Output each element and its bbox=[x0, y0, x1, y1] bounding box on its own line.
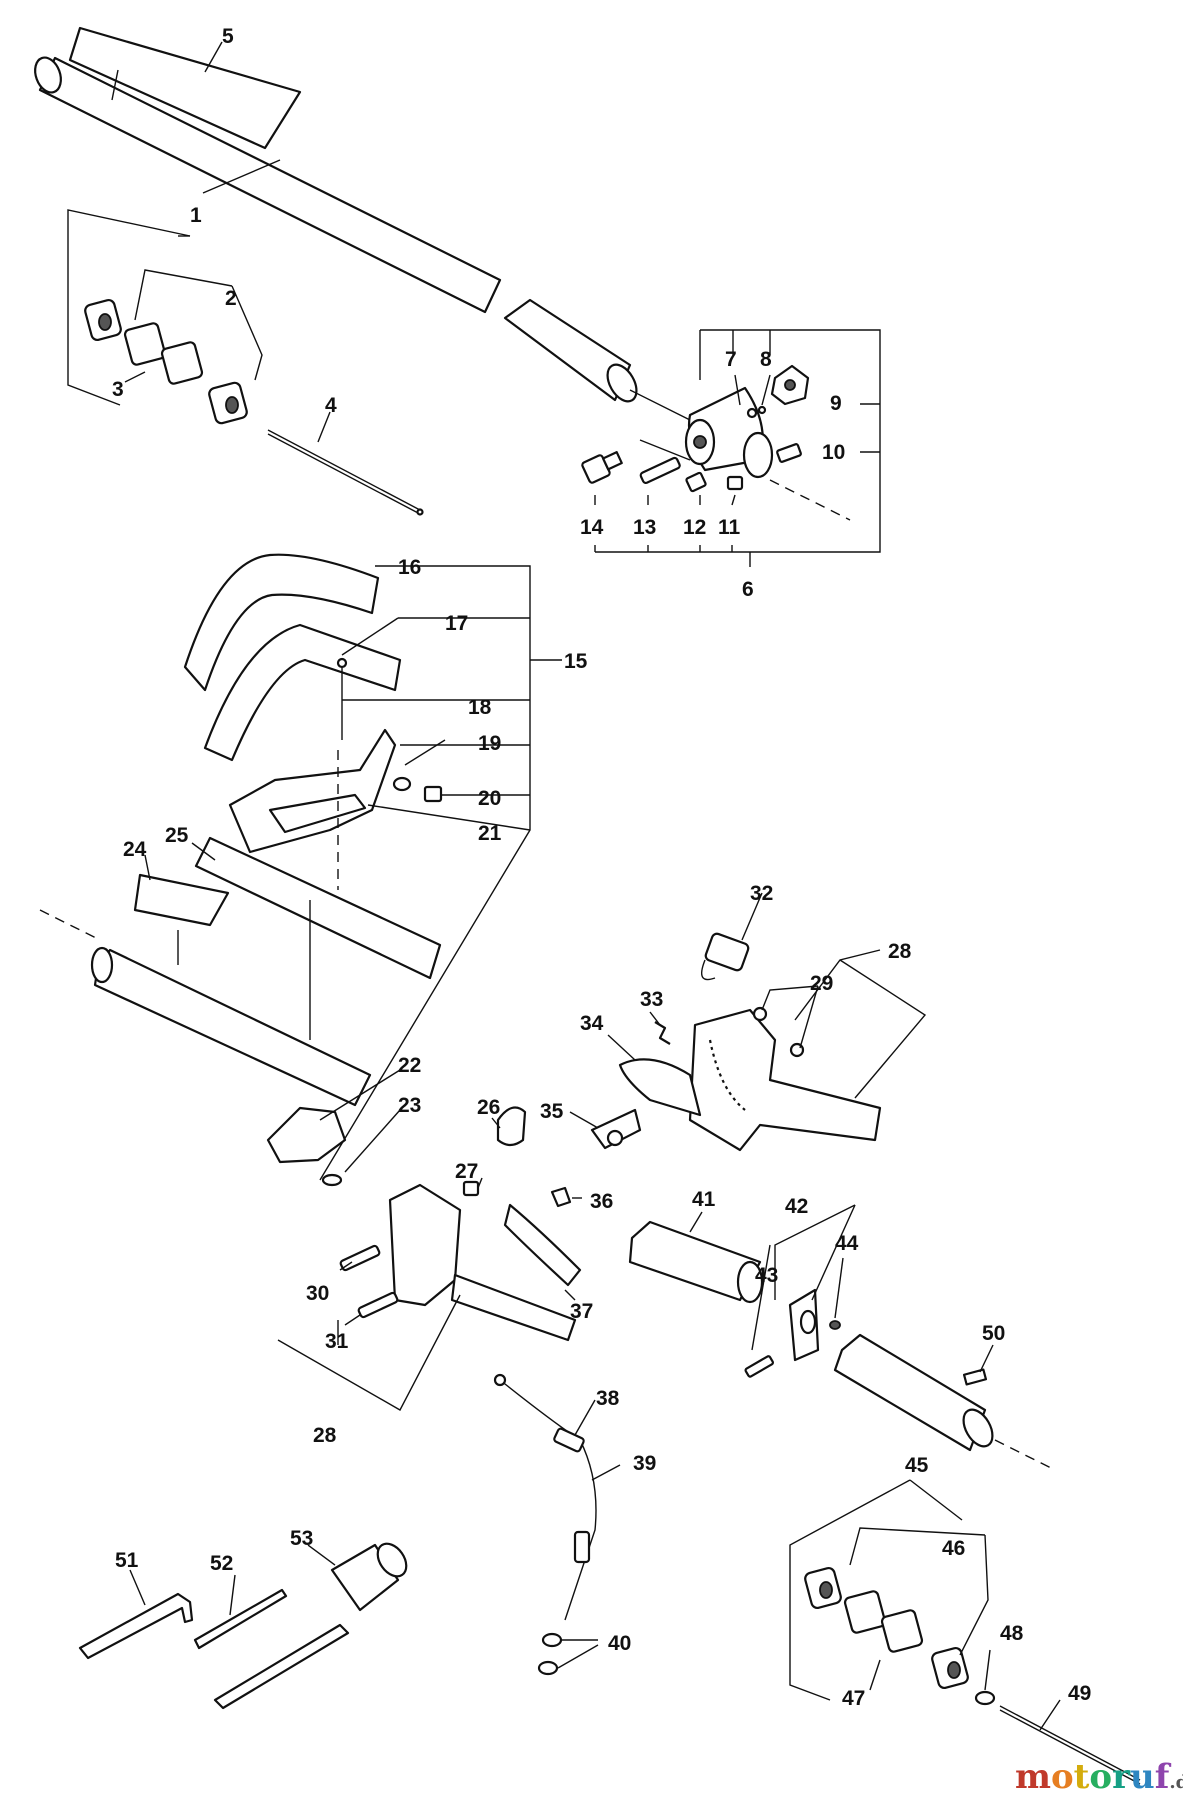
tool-kit bbox=[78, 1542, 408, 1710]
callout-labels: 5 1 2 3 4 7 8 9 10 14 13 12 11 6 16 17 1… bbox=[112, 25, 1091, 1710]
part-label-32: 32 bbox=[750, 882, 773, 905]
part-label-15: 15 bbox=[564, 650, 588, 673]
part-label-34: 34 bbox=[580, 1012, 604, 1035]
part-label-37: 37 bbox=[570, 1300, 593, 1323]
part-label-30: 30 bbox=[306, 1282, 329, 1305]
part-label-36: 36 bbox=[590, 1190, 613, 1213]
shaft-clamp-assembly bbox=[581, 364, 851, 521]
part-label-45: 45 bbox=[905, 1454, 929, 1477]
part-label-41: 41 bbox=[692, 1188, 716, 1211]
drive-shaft-tube-upper bbox=[34, 26, 691, 421]
part-label-35: 35 bbox=[540, 1100, 564, 1123]
part-label-51: 51 bbox=[115, 1549, 139, 1572]
loop-handle-assembly bbox=[183, 553, 443, 890]
part-label-33: 33 bbox=[640, 988, 663, 1011]
part-label-17: 17 bbox=[445, 612, 468, 635]
part-label-44: 44 bbox=[835, 1232, 859, 1255]
part-label-19: 19 bbox=[478, 732, 501, 755]
part-label-9: 9 bbox=[830, 392, 842, 415]
part-label-6: 6 bbox=[742, 578, 754, 601]
motoruf-watermark: motoruf.de bbox=[1015, 1757, 1183, 1797]
part-label-3: 3 bbox=[112, 378, 124, 401]
part-label-48: 48 bbox=[1000, 1622, 1024, 1645]
part-label-28-lower: 28 bbox=[313, 1424, 337, 1447]
part-label-2: 2 bbox=[225, 287, 237, 310]
part-label-27: 27 bbox=[455, 1160, 478, 1183]
part-label-31: 31 bbox=[325, 1330, 349, 1353]
part-label-10: 10 bbox=[822, 441, 845, 464]
lower-tube-assembly bbox=[39, 836, 442, 1187]
part-label-18: 18 bbox=[468, 696, 492, 719]
part-label-16: 16 bbox=[398, 556, 421, 579]
part-label-4: 4 bbox=[325, 394, 337, 417]
part-label-24: 24 bbox=[123, 838, 147, 861]
part-label-38: 38 bbox=[596, 1387, 620, 1410]
part-label-28-upper: 28 bbox=[888, 940, 912, 963]
part-label-47: 47 bbox=[842, 1687, 865, 1710]
throttle-handle-left bbox=[339, 1106, 582, 1342]
part-label-53: 53 bbox=[290, 1527, 313, 1550]
part-label-20: 20 bbox=[478, 787, 501, 810]
part-label-49: 49 bbox=[1068, 1682, 1091, 1705]
watermark-letter-f: f bbox=[1155, 1757, 1172, 1797]
part-label-21: 21 bbox=[478, 822, 502, 845]
shaft-coupling-set bbox=[84, 298, 424, 516]
leader-lines bbox=[67, 41, 1061, 1731]
watermark-letter-t: t bbox=[1074, 1757, 1090, 1797]
part-label-42: 42 bbox=[785, 1195, 808, 1218]
part-label-14: 14 bbox=[580, 516, 604, 539]
watermark-letter-o2: o bbox=[1089, 1757, 1112, 1797]
part-label-26: 26 bbox=[477, 1096, 500, 1119]
watermark-suffix: .de bbox=[1169, 1772, 1183, 1793]
part-label-50: 50 bbox=[982, 1322, 1005, 1345]
part-label-25: 25 bbox=[165, 824, 189, 847]
part-label-7: 7 bbox=[725, 348, 737, 371]
part-label-13: 13 bbox=[633, 516, 656, 539]
part-label-46: 46 bbox=[942, 1537, 965, 1560]
throttle-handle-right bbox=[590, 932, 882, 1152]
watermark-letter-o: o bbox=[1051, 1757, 1074, 1797]
part-label-12: 12 bbox=[683, 516, 706, 539]
part-label-5: 5 bbox=[222, 25, 234, 48]
part-label-22: 22 bbox=[398, 1054, 421, 1077]
watermark-letter-m: m bbox=[1015, 1757, 1051, 1797]
watermark-letter-r: r bbox=[1112, 1757, 1131, 1797]
part-label-8: 8 bbox=[760, 348, 772, 371]
part-label-1: 1 bbox=[190, 204, 202, 227]
watermark-letter-u: u bbox=[1130, 1757, 1155, 1797]
part-label-40: 40 bbox=[608, 1632, 631, 1655]
part-label-43: 43 bbox=[755, 1264, 778, 1287]
part-label-39: 39 bbox=[633, 1452, 656, 1475]
handle-grip-assembly bbox=[628, 1220, 1056, 1471]
part-label-23: 23 bbox=[398, 1094, 421, 1117]
lower-coupling-set bbox=[804, 1566, 1141, 1785]
part-label-29: 29 bbox=[810, 972, 833, 995]
part-label-11: 11 bbox=[718, 516, 741, 539]
part-label-52: 52 bbox=[210, 1552, 233, 1575]
throttle-cable bbox=[493, 1373, 597, 1676]
